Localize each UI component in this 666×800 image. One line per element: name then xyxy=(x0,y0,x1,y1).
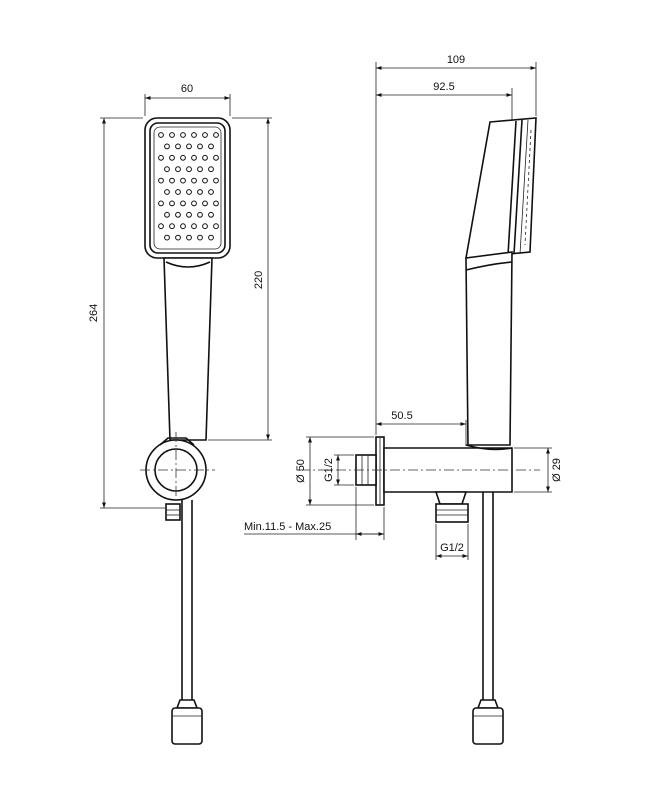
nozzle xyxy=(197,211,203,218)
nozzle xyxy=(197,143,203,150)
nozzle xyxy=(169,200,175,207)
dim-diameter-flange: Ø 50 xyxy=(295,459,307,483)
nozzle xyxy=(164,143,170,150)
nozzle xyxy=(175,189,181,195)
nozzle xyxy=(208,234,214,241)
dim-arm-length: 50.5 xyxy=(391,410,412,422)
nozzle xyxy=(169,177,175,184)
nozzle xyxy=(191,223,197,230)
dim-depth-total: 109 xyxy=(447,54,465,66)
nozzle xyxy=(191,154,197,161)
nozzle xyxy=(213,154,219,161)
dim-diameter-holder: Ø 29 xyxy=(551,458,563,482)
nozzle xyxy=(158,200,164,207)
side-hose-nut xyxy=(476,699,500,709)
front-handle-neck xyxy=(165,261,211,268)
side-shower-head xyxy=(465,117,537,259)
nozzle xyxy=(202,200,208,207)
nozzle xyxy=(158,132,164,138)
front-handle xyxy=(163,257,213,441)
dim-height-handle: 220 xyxy=(253,271,265,289)
nozzle xyxy=(164,189,170,195)
front-shower-face-inner xyxy=(153,126,222,250)
nozzle xyxy=(186,211,192,218)
nozzle xyxy=(213,132,219,138)
nozzle xyxy=(208,143,214,150)
nozzle xyxy=(208,166,214,173)
nozzle xyxy=(186,234,192,241)
dim-width-front: 60 xyxy=(181,83,193,95)
front-shower-face xyxy=(149,122,226,254)
nozzle xyxy=(164,234,170,241)
nozzle xyxy=(186,143,192,150)
nozzle-grid xyxy=(158,132,219,241)
nozzle xyxy=(191,200,197,207)
nozzle xyxy=(180,200,186,207)
dim-thread-inlet: G1/2 xyxy=(323,458,335,482)
front-holder-clip xyxy=(159,437,195,446)
nozzle xyxy=(191,132,197,138)
nozzle xyxy=(164,211,170,218)
nozzle xyxy=(213,223,219,230)
nozzle xyxy=(197,234,203,241)
nozzle xyxy=(158,177,164,184)
front-hose-nut xyxy=(175,699,199,709)
nozzle xyxy=(175,234,181,241)
nozzle xyxy=(175,166,181,173)
nozzle xyxy=(158,223,164,230)
nozzle xyxy=(169,132,175,138)
side-handle xyxy=(465,251,513,446)
nozzle xyxy=(169,223,175,230)
nozzle xyxy=(213,200,219,207)
nozzle xyxy=(180,132,186,138)
nozzle xyxy=(202,177,208,184)
dim-height-total: 264 xyxy=(88,304,100,322)
front-outlet-nut xyxy=(165,503,181,521)
dim-wall-adjust: Min.11.5 - Max.25 xyxy=(244,521,331,533)
nozzle xyxy=(169,154,175,161)
side-view: 109 92.5 50.5 Ø 50 G1/2 Ø 29 Min.11.5 - … xyxy=(244,54,563,745)
nozzle xyxy=(191,177,197,184)
nozzle xyxy=(175,211,181,218)
nozzle xyxy=(180,223,186,230)
front-view: 60 264 220 xyxy=(88,83,272,745)
nozzle xyxy=(164,166,170,173)
nozzle xyxy=(197,166,203,173)
nozzle xyxy=(202,132,208,138)
nozzle xyxy=(208,189,214,195)
nozzle xyxy=(197,189,203,195)
nozzle xyxy=(175,143,181,150)
nozzle xyxy=(180,177,186,184)
nozzle xyxy=(208,211,214,218)
nozzle xyxy=(213,177,219,184)
nozzle xyxy=(158,154,164,161)
dim-thread-outlet: G1/2 xyxy=(440,542,464,554)
nozzle xyxy=(186,166,192,173)
side-outlet xyxy=(434,491,468,505)
dim-depth-head: 92.5 xyxy=(433,81,454,93)
nozzle xyxy=(202,154,208,161)
nozzle xyxy=(186,189,192,195)
nozzle xyxy=(202,223,208,230)
nozzle xyxy=(180,154,186,161)
